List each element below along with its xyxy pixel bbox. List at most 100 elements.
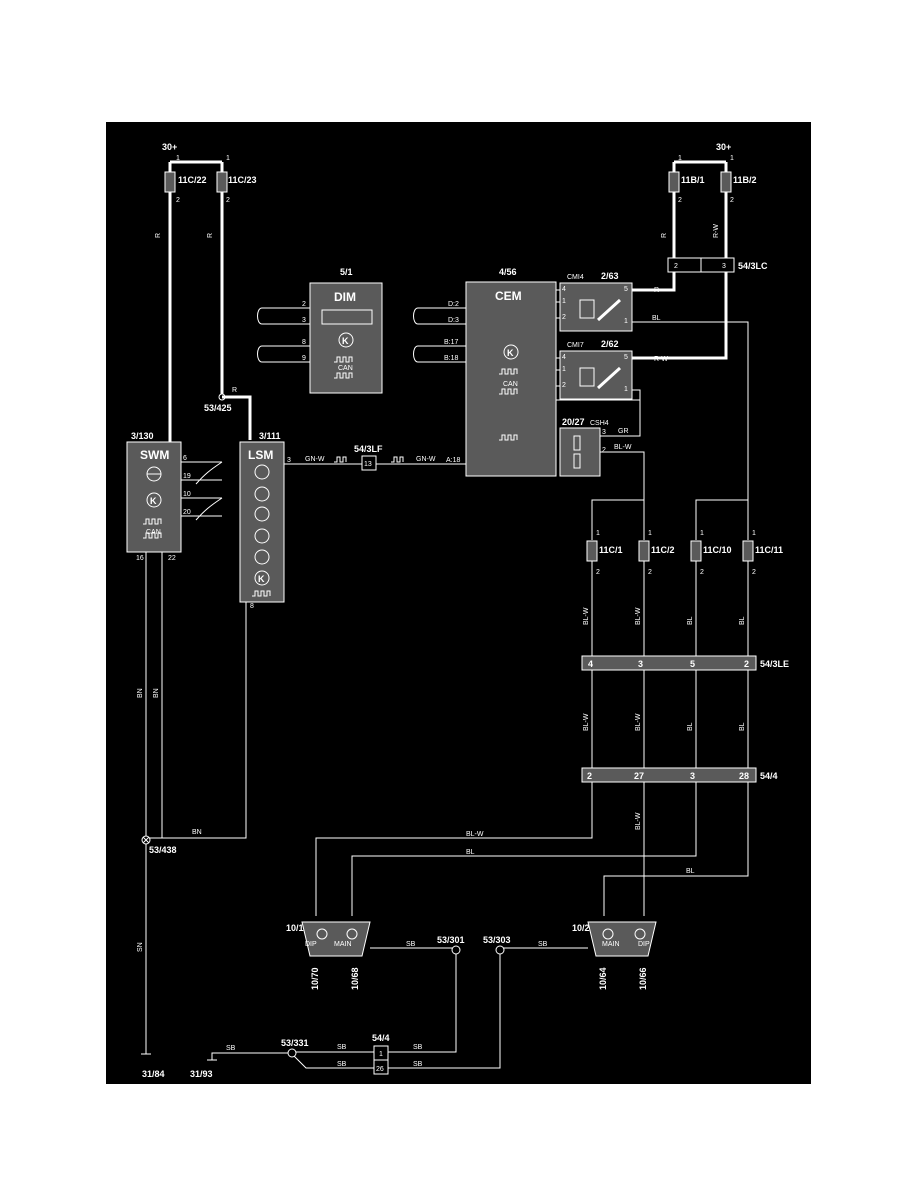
dim-display-icon bbox=[321, 309, 373, 325]
lsm-module bbox=[239, 441, 285, 603]
wire-sb-c1: SB bbox=[337, 1044, 347, 1051]
svg-text:1: 1 bbox=[176, 155, 180, 162]
connector-54-4b-label: 54/4 bbox=[372, 1033, 390, 1043]
svg-text:4: 4 bbox=[562, 286, 566, 293]
splice-53-301 bbox=[451, 945, 461, 955]
svg-text:2: 2 bbox=[226, 197, 230, 204]
fuse-11c10-label: 11C/10 bbox=[703, 545, 732, 555]
ground-31-93: 31/93 bbox=[190, 1069, 213, 1079]
svg-text:1: 1 bbox=[624, 386, 628, 393]
wire-sb-b2: SB bbox=[413, 1061, 423, 1068]
svg-text:2: 2 bbox=[648, 569, 652, 576]
fuse-11c22 bbox=[164, 171, 176, 193]
svg-text:K: K bbox=[342, 336, 349, 346]
relay-2-62-id: 2/62 bbox=[601, 339, 619, 349]
splice-53-331 bbox=[287, 1048, 297, 1058]
svg-text:2: 2 bbox=[562, 314, 566, 321]
lsm-k-icon bbox=[254, 570, 270, 586]
fuse-11b2 bbox=[720, 171, 732, 193]
wire-blw-le1: BL-W bbox=[583, 713, 590, 731]
connector-54-4-pin-2: 2 bbox=[587, 771, 592, 781]
connector-54-4-pin-3: 3 bbox=[690, 771, 695, 781]
connector-54-4b-pin-1: 1 bbox=[379, 1051, 383, 1058]
wire-bn-lsm: BN bbox=[192, 829, 202, 836]
connector-54-3lc-pin-3: 3 bbox=[722, 263, 726, 270]
wire-blw-res: BL-W bbox=[614, 444, 632, 451]
svg-text:4: 4 bbox=[562, 354, 566, 361]
resistor-20-27 bbox=[559, 427, 601, 477]
lamp-10-1-dip: DIP bbox=[305, 941, 317, 948]
svg-text:1: 1 bbox=[752, 530, 756, 537]
supply-left-label: 30+ bbox=[162, 142, 177, 152]
svg-text:2: 2 bbox=[596, 569, 600, 576]
svg-text:1: 1 bbox=[226, 155, 230, 162]
connector-54-4-pin-28: 28 bbox=[739, 771, 749, 781]
cem-pin-a18: A:18 bbox=[446, 457, 461, 464]
wire-bl-f3: BL bbox=[687, 616, 694, 625]
svg-text:1: 1 bbox=[730, 155, 734, 162]
bulb-10-68: 10/68 bbox=[350, 967, 360, 990]
dim-can-label: CAN bbox=[338, 365, 353, 372]
cem-pin-d3: D:3 bbox=[448, 317, 459, 324]
lamp-10-2-main: MAIN bbox=[602, 941, 620, 948]
wire-blw-f1: BL-W bbox=[583, 607, 590, 625]
connector-54-4b-pin-26: 26 bbox=[376, 1066, 384, 1073]
svg-text:1: 1 bbox=[700, 530, 704, 537]
wire-gr: GR bbox=[618, 428, 629, 435]
wire-sb-b1: SB bbox=[413, 1044, 423, 1051]
wire-bn-swm1: BN bbox=[137, 688, 144, 698]
connector-54-3le-pin-2: 2 bbox=[744, 659, 749, 669]
svg-text:1: 1 bbox=[648, 530, 652, 537]
cem-pin-b18: B:18 bbox=[444, 355, 459, 362]
wire-blw-lamp1: BL-W bbox=[466, 831, 484, 838]
splice-53-331-label: 53/331 bbox=[281, 1038, 309, 1048]
swm-module bbox=[126, 441, 182, 553]
fuse-11c1-label: 11C/1 bbox=[599, 545, 623, 555]
connector-54-3lc-label: 54/3LC bbox=[738, 261, 768, 271]
wire-sb-lamp1: SB bbox=[406, 941, 416, 948]
lamp-10-1-main: MAIN bbox=[334, 941, 352, 948]
swm-pin-6: 6 bbox=[183, 455, 187, 462]
connector-54-3le-pin-5: 5 bbox=[690, 659, 695, 669]
wire-rw-relay: R-W bbox=[654, 356, 668, 363]
svg-text:2: 2 bbox=[700, 569, 704, 576]
splice-53-438-label: 53/438 bbox=[149, 845, 177, 855]
wire-sb-g: SB bbox=[226, 1045, 236, 1052]
can-wave-icon bbox=[143, 518, 162, 525]
wire-blw-f2: BL-W bbox=[635, 607, 642, 625]
lsm-id: 3/111 bbox=[259, 431, 281, 441]
lsm-name: LSM bbox=[248, 448, 273, 462]
wire-blw-le2: BL-W bbox=[635, 713, 642, 731]
ground-31-84: 31/84 bbox=[142, 1069, 165, 1079]
svg-text:3: 3 bbox=[287, 457, 291, 464]
svg-text:8: 8 bbox=[250, 603, 254, 610]
headlamp-icon bbox=[254, 506, 270, 522]
wire-bl-f4: BL bbox=[739, 616, 746, 625]
lamp-10-1 bbox=[301, 921, 371, 957]
svg-text:1: 1 bbox=[562, 298, 566, 305]
swm-name: SWM bbox=[140, 448, 169, 462]
fuse-11c11 bbox=[742, 540, 754, 562]
wire-sn: SN bbox=[137, 942, 144, 952]
connector-54-3le bbox=[581, 655, 757, 671]
fuse-11b1 bbox=[668, 171, 680, 193]
svg-text:2: 2 bbox=[562, 382, 566, 389]
svg-text:1: 1 bbox=[596, 530, 600, 537]
fuse-11c2 bbox=[638, 540, 650, 562]
svg-text:3: 3 bbox=[602, 429, 606, 436]
swm-pin-10: 10 bbox=[183, 491, 191, 498]
wire-bn-swm2: BN bbox=[153, 688, 160, 698]
fuse-11b1-label: 11B/1 bbox=[681, 175, 705, 185]
fuse-11c10 bbox=[690, 540, 702, 562]
wire-bl-le3: BL bbox=[687, 722, 694, 731]
svg-text:2: 2 bbox=[730, 197, 734, 204]
wire-bl-relay1: BL bbox=[652, 315, 661, 322]
wire-gnw-1: GN-W bbox=[305, 456, 325, 463]
fuse-11c11-label: 11C/11 bbox=[755, 545, 783, 555]
swm-pin-20: 20 bbox=[183, 509, 191, 516]
wire-r-right: R bbox=[661, 233, 668, 238]
splice-53-303-label: 53/303 bbox=[483, 935, 511, 945]
splice-53-425-label: 53/425 bbox=[204, 403, 232, 413]
fuse-11c1 bbox=[586, 540, 598, 562]
